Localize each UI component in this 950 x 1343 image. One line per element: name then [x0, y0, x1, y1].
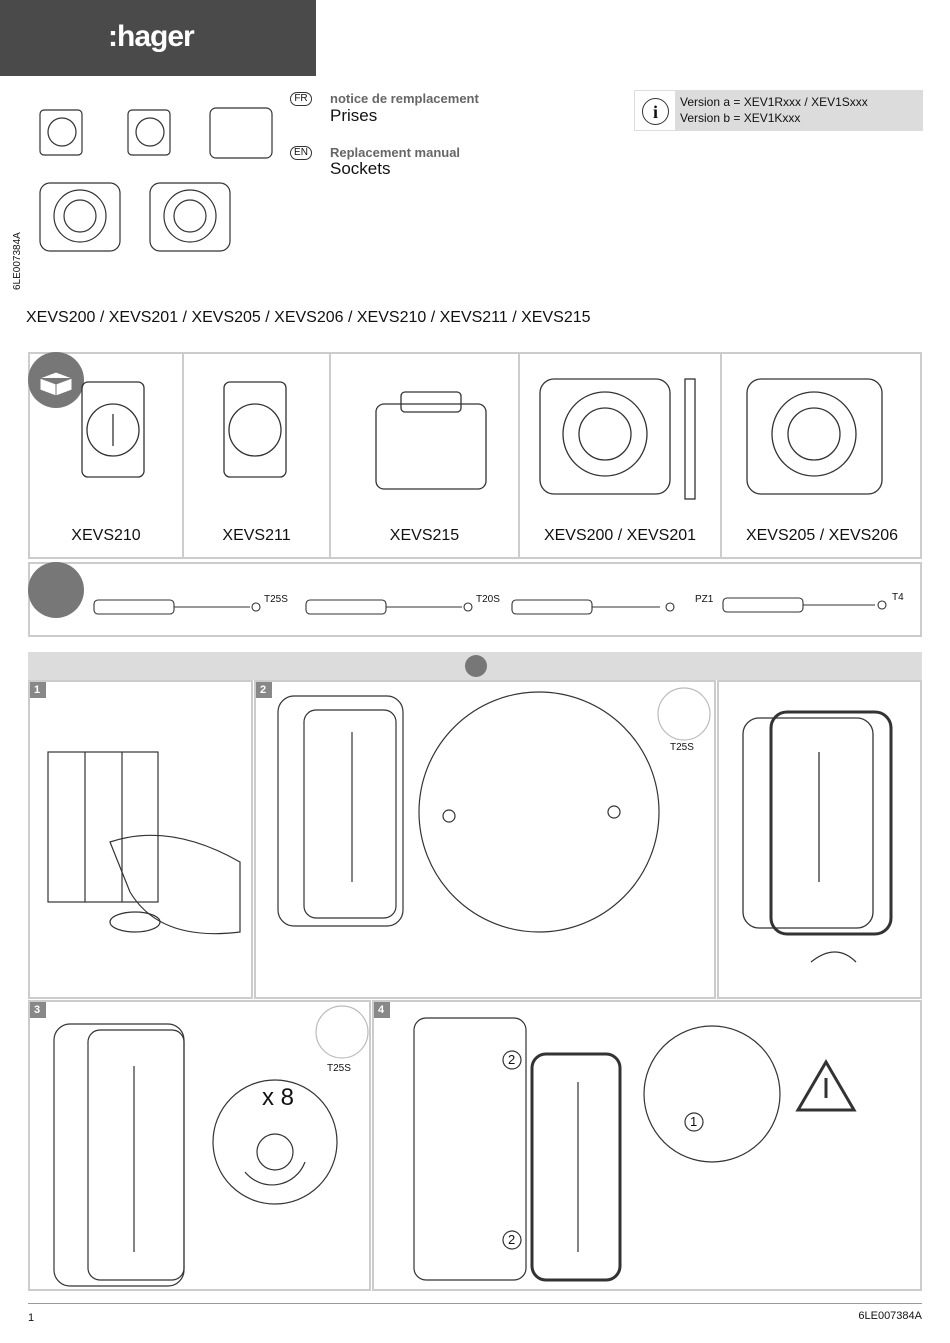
lang-badge-en: EN	[290, 146, 312, 160]
step-number: 2	[256, 682, 272, 698]
product-xevs211: XEVS211	[184, 354, 331, 557]
en-title: Sockets	[330, 159, 391, 178]
header-band	[0, 0, 316, 76]
tool-label-t25s: T25S	[264, 594, 288, 605]
product-xevs215: XEVS215	[331, 354, 520, 557]
cover-removal-illustration	[742, 710, 893, 963]
hager-logo: :hager	[108, 20, 195, 53]
product-label: XEVS210	[71, 527, 141, 544]
info-icon: i	[642, 98, 669, 125]
procedure-band	[28, 652, 922, 680]
product-xevs205-206: XEVS205 / XEVS206	[722, 354, 922, 557]
tool-label-t4: T4	[892, 592, 904, 603]
step-3: 3 x 8 T25S	[28, 1000, 371, 1291]
tools-icon	[28, 562, 84, 618]
step-1: 1	[28, 680, 253, 999]
version-a: Version a = XEV1Rxxx / XEV1Sxxx	[680, 95, 868, 109]
disassembly-icon	[465, 655, 487, 677]
screw-count: x 8	[262, 1084, 295, 1111]
callout-2-bottom: 2	[508, 1232, 516, 1247]
page-number: 1	[28, 1312, 35, 1324]
product-label: XEVS211	[222, 527, 291, 544]
cover-screws-illustration	[53, 1005, 369, 1287]
fr-subtitle: notice de remplacement	[330, 91, 479, 106]
connector-removal-illustration	[413, 1017, 857, 1282]
models-line: XEVS200 / XEVS201 / XEVS205 / XEVS206 / …	[26, 309, 591, 326]
tool-label-pz1: PZ1	[695, 594, 714, 605]
version-info-box: i Version a = XEV1Rxxx / XEV1Sxxx Versio…	[634, 90, 923, 131]
tool-label: T25S	[327, 1063, 351, 1074]
doc-code-vertical: 6LE007384A	[12, 232, 23, 290]
product-label: XEVS205 / XEVS206	[745, 527, 899, 544]
callout-1: 1	[690, 1114, 698, 1129]
tools-panel: T25S T20S PZ1 T4	[28, 562, 922, 637]
product-label: XEVS200 / XEVS201	[543, 527, 697, 544]
step-2: 2 T25S	[254, 680, 716, 999]
breaker-illustration	[47, 751, 241, 935]
product-thumbnails	[39, 107, 273, 252]
product-xevs200-201: XEVS200 / XEVS201	[520, 354, 722, 557]
charger-screw-illustration	[277, 687, 711, 933]
products-panel: XEVS210 XEVS211 XEVS215 XEVS200 / XEVS20…	[28, 352, 922, 559]
callout-2-top: 2	[508, 1052, 516, 1067]
version-b: Version b = XEV1Kxxx	[680, 111, 801, 125]
step-number: 3	[30, 1002, 46, 1018]
en-subtitle: Replacement manual	[330, 145, 461, 160]
step-number: 4	[374, 1002, 390, 1018]
product-xevs210: XEVS210	[30, 354, 184, 557]
lang-badge-fr: FR	[290, 92, 312, 106]
fr-title: Prises	[330, 106, 378, 125]
box-icon	[28, 352, 84, 408]
screwdrivers	[93, 597, 887, 615]
product-label: XEVS215	[389, 527, 460, 544]
tool-label: T25S	[670, 742, 694, 753]
tool-label-t20s: T20S	[476, 594, 500, 605]
step-number: 1	[30, 682, 46, 698]
footer-doc-code: 6LE007384A	[858, 1310, 922, 1322]
footer-line	[28, 1303, 922, 1304]
step-2b	[717, 680, 922, 999]
step-4: 4 2 2 1	[372, 1000, 922, 1291]
